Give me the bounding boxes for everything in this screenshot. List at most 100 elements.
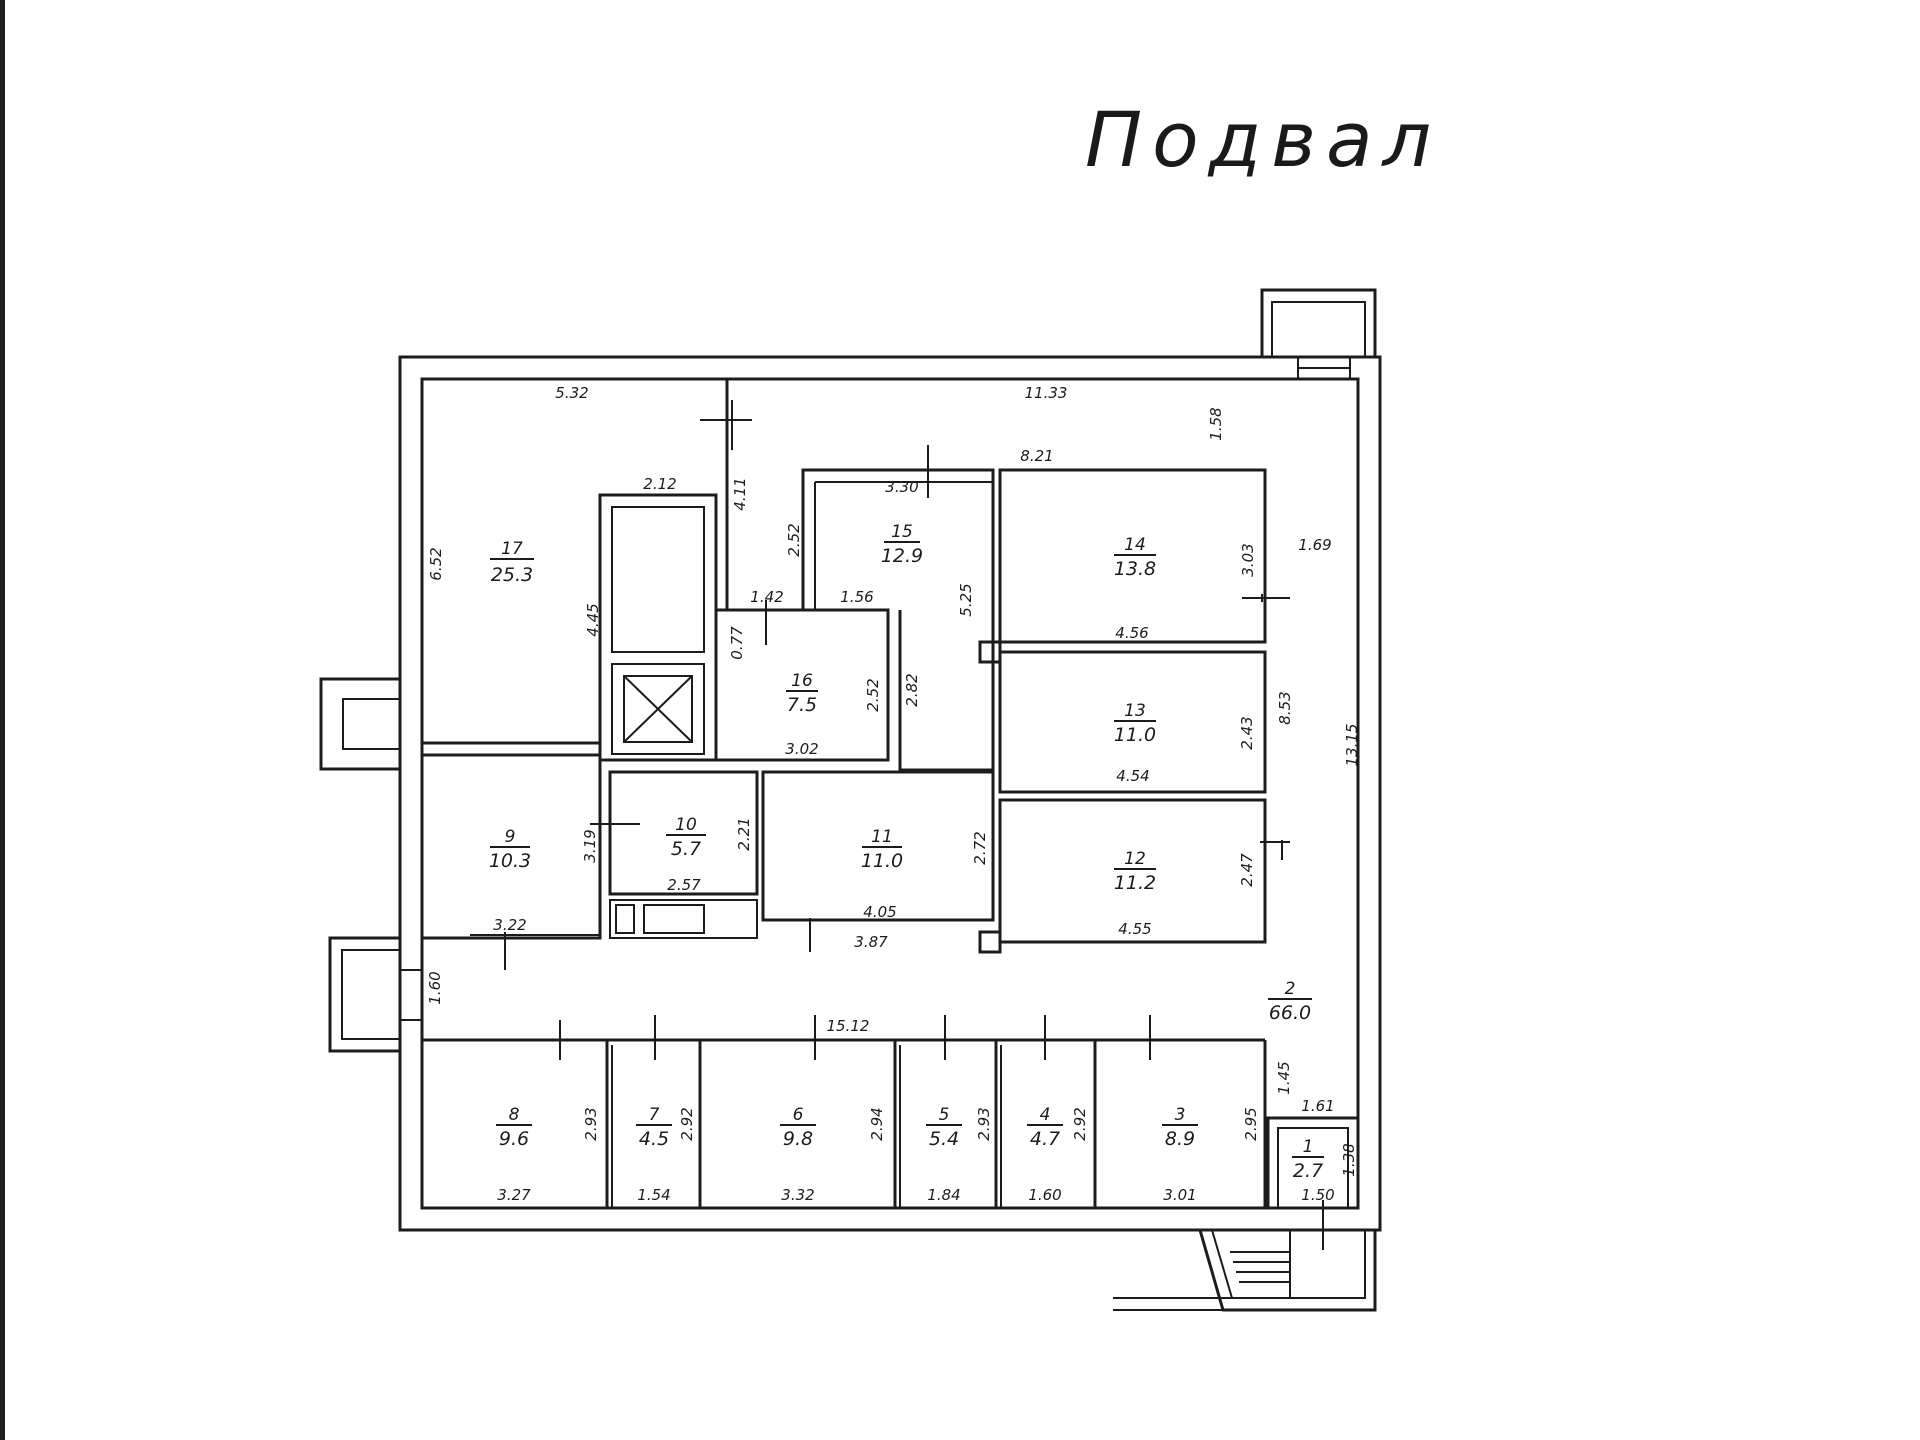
svg-text:16: 16 <box>791 671 813 691</box>
room-16: 16 7.5 <box>786 671 818 716</box>
room-9: 9 10.3 <box>489 827 531 872</box>
outer-walls <box>319 288 1382 1312</box>
room-17: 17 25.3 <box>490 539 534 586</box>
svg-text:11.2: 11.2 <box>1114 872 1156 894</box>
dim-label: 5.25 <box>957 583 975 616</box>
svg-text:10.3: 10.3 <box>489 850 531 872</box>
svg-text:7.5: 7.5 <box>787 694 817 716</box>
svg-text:25.3: 25.3 <box>491 564 533 586</box>
dim-label: 4.45 <box>584 603 602 636</box>
svg-text:5: 5 <box>939 1105 950 1125</box>
svg-text:11: 11 <box>871 827 893 847</box>
dim-label: 3.19 <box>581 829 599 862</box>
svg-text:8: 8 <box>509 1105 520 1125</box>
dim-label: 1.60 <box>426 971 444 1004</box>
dim-label: 1.56 <box>840 588 873 606</box>
dim-label: 2.52 <box>864 678 882 711</box>
svg-text:7: 7 <box>649 1105 660 1125</box>
svg-text:14: 14 <box>1124 535 1146 555</box>
dim-label: 3.87 <box>854 933 888 951</box>
svg-text:9: 9 <box>505 827 516 847</box>
room-13: 13 11.0 <box>1114 701 1156 746</box>
room-12: 12 11.2 <box>1114 849 1156 894</box>
dim-label: 2.92 <box>678 1107 696 1140</box>
svg-text:3: 3 <box>1175 1105 1186 1125</box>
dim-label: 2.82 <box>903 673 921 706</box>
page-title: Подвал <box>1085 95 1442 184</box>
dim-label: 3.30 <box>885 478 918 496</box>
dim-label: 3.03 <box>1239 543 1257 576</box>
dim-label: 2.57 <box>667 876 701 894</box>
svg-text:15: 15 <box>891 522 913 542</box>
dim-label: 2.52 <box>785 523 803 556</box>
dim-label: 1.60 <box>1028 1186 1061 1204</box>
room-1: 1 2.7 <box>1292 1137 1324 1182</box>
room-3: 3 8.9 <box>1162 1105 1198 1150</box>
room-7: 7 4.5 <box>636 1105 672 1150</box>
dim-label: 1.45 <box>1275 1061 1293 1094</box>
dim-label: 2.93 <box>582 1107 600 1140</box>
svg-text:66.0: 66.0 <box>1269 1002 1311 1024</box>
room-5: 5 5.4 <box>926 1105 962 1150</box>
room-labels: 17 25.3 15 12.9 14 13.8 16 7.5 13 11.0 9… <box>489 522 1324 1182</box>
dim-label: 2.92 <box>1071 1107 1089 1140</box>
svg-text:9.8: 9.8 <box>783 1128 813 1150</box>
dim-label: 6.52 <box>427 547 445 580</box>
room-10: 10 5.7 <box>666 815 706 860</box>
door-ticks <box>504 400 1324 1250</box>
svg-text:9.6: 9.6 <box>499 1128 529 1150</box>
dim-label: 2.43 <box>1238 716 1256 749</box>
svg-text:12: 12 <box>1124 849 1146 869</box>
dim-label: 2.95 <box>1242 1107 1260 1140</box>
svg-text:11.0: 11.0 <box>861 850 903 872</box>
dimension-labels: 5.32 11.33 1.58 8.21 3.30 2.12 4.11 6.52… <box>426 384 1361 1204</box>
svg-text:5.4: 5.4 <box>929 1128 959 1150</box>
dim-label: 3.02 <box>785 740 818 758</box>
dim-label: 1.50 <box>1301 1186 1334 1204</box>
dim-label: 1.69 <box>1298 536 1331 554</box>
svg-text:2.7: 2.7 <box>1293 1160 1323 1182</box>
dim-label: 1.84 <box>927 1186 960 1204</box>
dim-label: 3.01 <box>1163 1186 1196 1204</box>
room-15: 15 12.9 <box>881 522 923 567</box>
svg-text:1: 1 <box>1303 1137 1314 1157</box>
room-8: 8 9.6 <box>496 1105 532 1150</box>
dim-label: 4.55 <box>1118 920 1151 938</box>
dim-label: 8.53 <box>1276 691 1294 724</box>
svg-text:4: 4 <box>1040 1105 1051 1125</box>
dim-label: 4.11 <box>731 477 749 510</box>
partitions <box>422 379 1360 1210</box>
dim-label: 0.77 <box>728 626 746 660</box>
svg-text:5.7: 5.7 <box>671 838 701 860</box>
dim-label: 15.12 <box>827 1017 870 1035</box>
dim-label: 1.42 <box>750 588 783 606</box>
dim-label: 1.38 <box>1340 1143 1358 1176</box>
room-4: 4 4.7 <box>1027 1105 1063 1150</box>
dim-label: 1.54 <box>637 1186 670 1204</box>
dim-label: 11.33 <box>1025 384 1068 402</box>
dim-label: 3.27 <box>497 1186 531 1204</box>
dim-label: 2.47 <box>1238 853 1256 887</box>
svg-text:13.8: 13.8 <box>1114 558 1156 580</box>
svg-text:4.7: 4.7 <box>1030 1128 1060 1150</box>
dim-label: 8.21 <box>1020 447 1053 465</box>
svg-text:2: 2 <box>1285 979 1296 999</box>
svg-text:10: 10 <box>675 815 697 835</box>
room-6: 6 9.8 <box>780 1105 816 1150</box>
dim-label: 5.32 <box>555 384 588 402</box>
dim-label: 4.05 <box>863 903 896 921</box>
dim-label: 2.12 <box>643 475 676 493</box>
dim-label: 3.22 <box>493 916 526 934</box>
svg-text:4.5: 4.5 <box>639 1128 669 1150</box>
dim-label: 2.93 <box>975 1107 993 1140</box>
room-14: 14 13.8 <box>1114 535 1156 580</box>
dim-label: 1.61 <box>1301 1097 1334 1115</box>
svg-text:8.9: 8.9 <box>1165 1128 1195 1150</box>
dim-label: 4.54 <box>1116 767 1149 785</box>
svg-text:6: 6 <box>793 1105 804 1125</box>
svg-text:17: 17 <box>501 539 523 559</box>
dim-label: 4.56 <box>1115 624 1148 642</box>
svg-text:11.0: 11.0 <box>1114 724 1156 746</box>
dim-label: 2.94 <box>868 1107 886 1140</box>
